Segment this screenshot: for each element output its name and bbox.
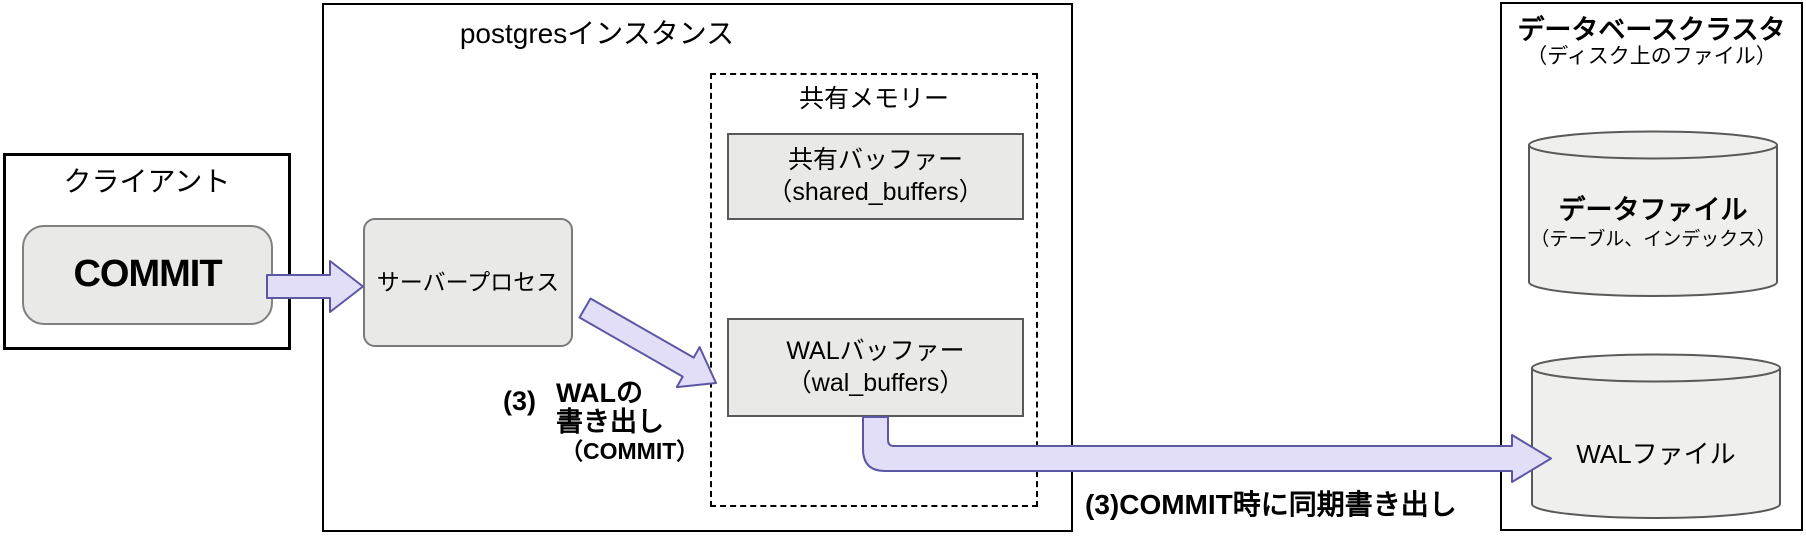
data-file-sublabel: （テーブル、インデックス） (1530, 229, 1776, 250)
server-process-label: サーバープロセス (376, 269, 560, 296)
wal-file-label: WALファイル (1576, 439, 1736, 469)
data-file-label: データファイル (1558, 195, 1748, 225)
postgres-instance-title: postgresインスタンス (459, 18, 735, 49)
wal-buffers-subtitle: （wal_buffers） (786, 368, 965, 397)
client-title: クライアント (63, 166, 231, 197)
data-file-cylinder-top (1528, 130, 1778, 160)
commit-label: COMMIT (73, 253, 222, 296)
wal-write-line2: 書き出し (556, 407, 664, 437)
sync-write-label: (3)COMMIT時に同期書き出し (1085, 489, 1457, 520)
wal-file-cylinder (1531, 353, 1781, 519)
shared-memory-title: 共有メモリー (798, 85, 949, 113)
database-cluster-title: データベースクラスタ (1517, 15, 1786, 45)
data-file-cylinder (1528, 130, 1778, 297)
commit-button: COMMIT (22, 225, 273, 325)
shared-buffers-subtitle: （shared_buffers） (767, 177, 984, 206)
wal-buffers-title: WALバッファー (786, 337, 965, 366)
wal-write-step: (3) (503, 386, 536, 416)
wal-buffers-box: WALバッファー （wal_buffers） (727, 318, 1024, 417)
shared-buffers-box: 共有バッファー （shared_buffers） (727, 133, 1024, 220)
wal-file-cylinder-top (1531, 353, 1781, 383)
wal-file-cylinder-body (1531, 368, 1781, 519)
server-process-box: サーバープロセス (363, 218, 573, 347)
wal-write-line3: （COMMIT） (560, 438, 700, 464)
database-cluster-subtitle: （ディスク上のファイル） (1526, 45, 1777, 68)
shared-buffers-title: 共有バッファー (787, 146, 963, 175)
data-file-cylinder-body (1528, 145, 1778, 297)
shared-memory-box (710, 73, 1038, 507)
